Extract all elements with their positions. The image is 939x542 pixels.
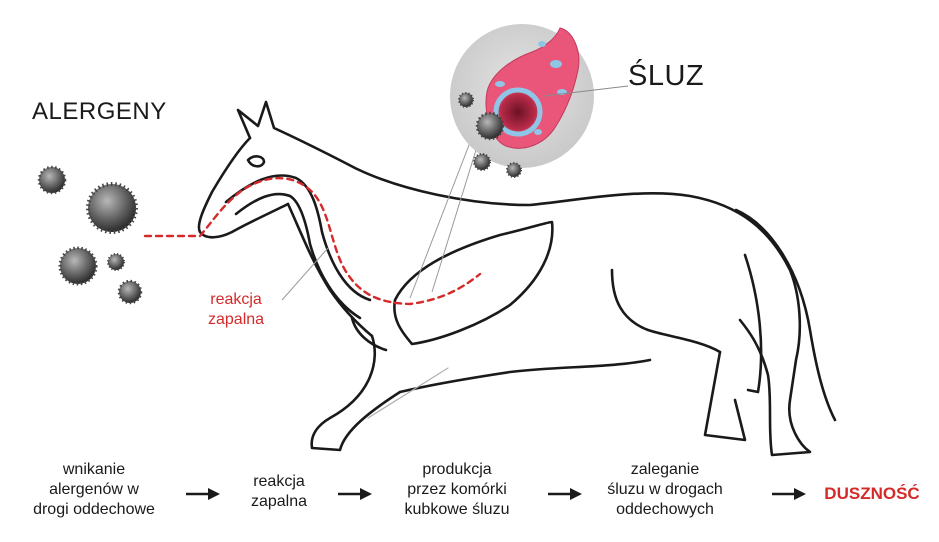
flow-step-line: oddechowych [580, 500, 750, 520]
pollen-grain [108, 254, 124, 270]
flow-step-line: przez komórki [372, 480, 542, 500]
flow-step-line: DUSZNOŚĆ [808, 484, 936, 504]
flow-step-inflammation: reakcja zapalna [224, 472, 334, 512]
flow-arrow-icon [186, 487, 220, 501]
flow-step-mucus-production: produkcja przez komórki kubkowe śluzu [372, 460, 542, 520]
flow-step-line: reakcja [224, 472, 334, 492]
flow-step-line: wnikanie [10, 460, 178, 480]
pollen-grain [60, 248, 96, 284]
flow-step-line: drogi oddechowe [10, 500, 178, 520]
pollen-grain [459, 93, 473, 107]
inflammation-label-line: zapalna [208, 310, 264, 330]
flow-arrow-icon [772, 487, 806, 501]
inset-zoom-lines [410, 132, 476, 298]
flow-step-dyspnea: DUSZNOŚĆ [808, 484, 936, 504]
flow-step-mucus-retention: zaleganie śluzu w drogach oddechowych [580, 460, 750, 520]
flow-step-line: alergenów w [10, 480, 178, 500]
flow-step-line: zaleganie [580, 460, 750, 480]
pollen-grain [119, 281, 141, 303]
mucus-label: ŚLUZ [628, 60, 704, 93]
pollen-grain [88, 184, 136, 232]
flow-step-line: kubkowe śluzu [372, 500, 542, 520]
pollen-grain [507, 163, 521, 177]
flow-step-line: śluzu w drogach [580, 480, 750, 500]
flow-step-allergen-entry: wnikanie alergenów w drogi oddechowe [10, 460, 178, 520]
inflammation-label-line: reakcja [208, 290, 264, 310]
allergens-label: ALERGENY [32, 98, 167, 126]
flow-arrow-icon [548, 487, 582, 501]
pollen-grain [474, 154, 490, 170]
flow-step-line: produkcja [372, 460, 542, 480]
flow-step-line: zapalna [224, 492, 334, 512]
pollen-grain [477, 113, 503, 139]
pollen-grain [39, 167, 65, 193]
inflammation-label: reakcja zapalna [208, 290, 264, 330]
flow-arrow-icon [338, 487, 372, 501]
airway-cross-section-inset [450, 24, 628, 168]
